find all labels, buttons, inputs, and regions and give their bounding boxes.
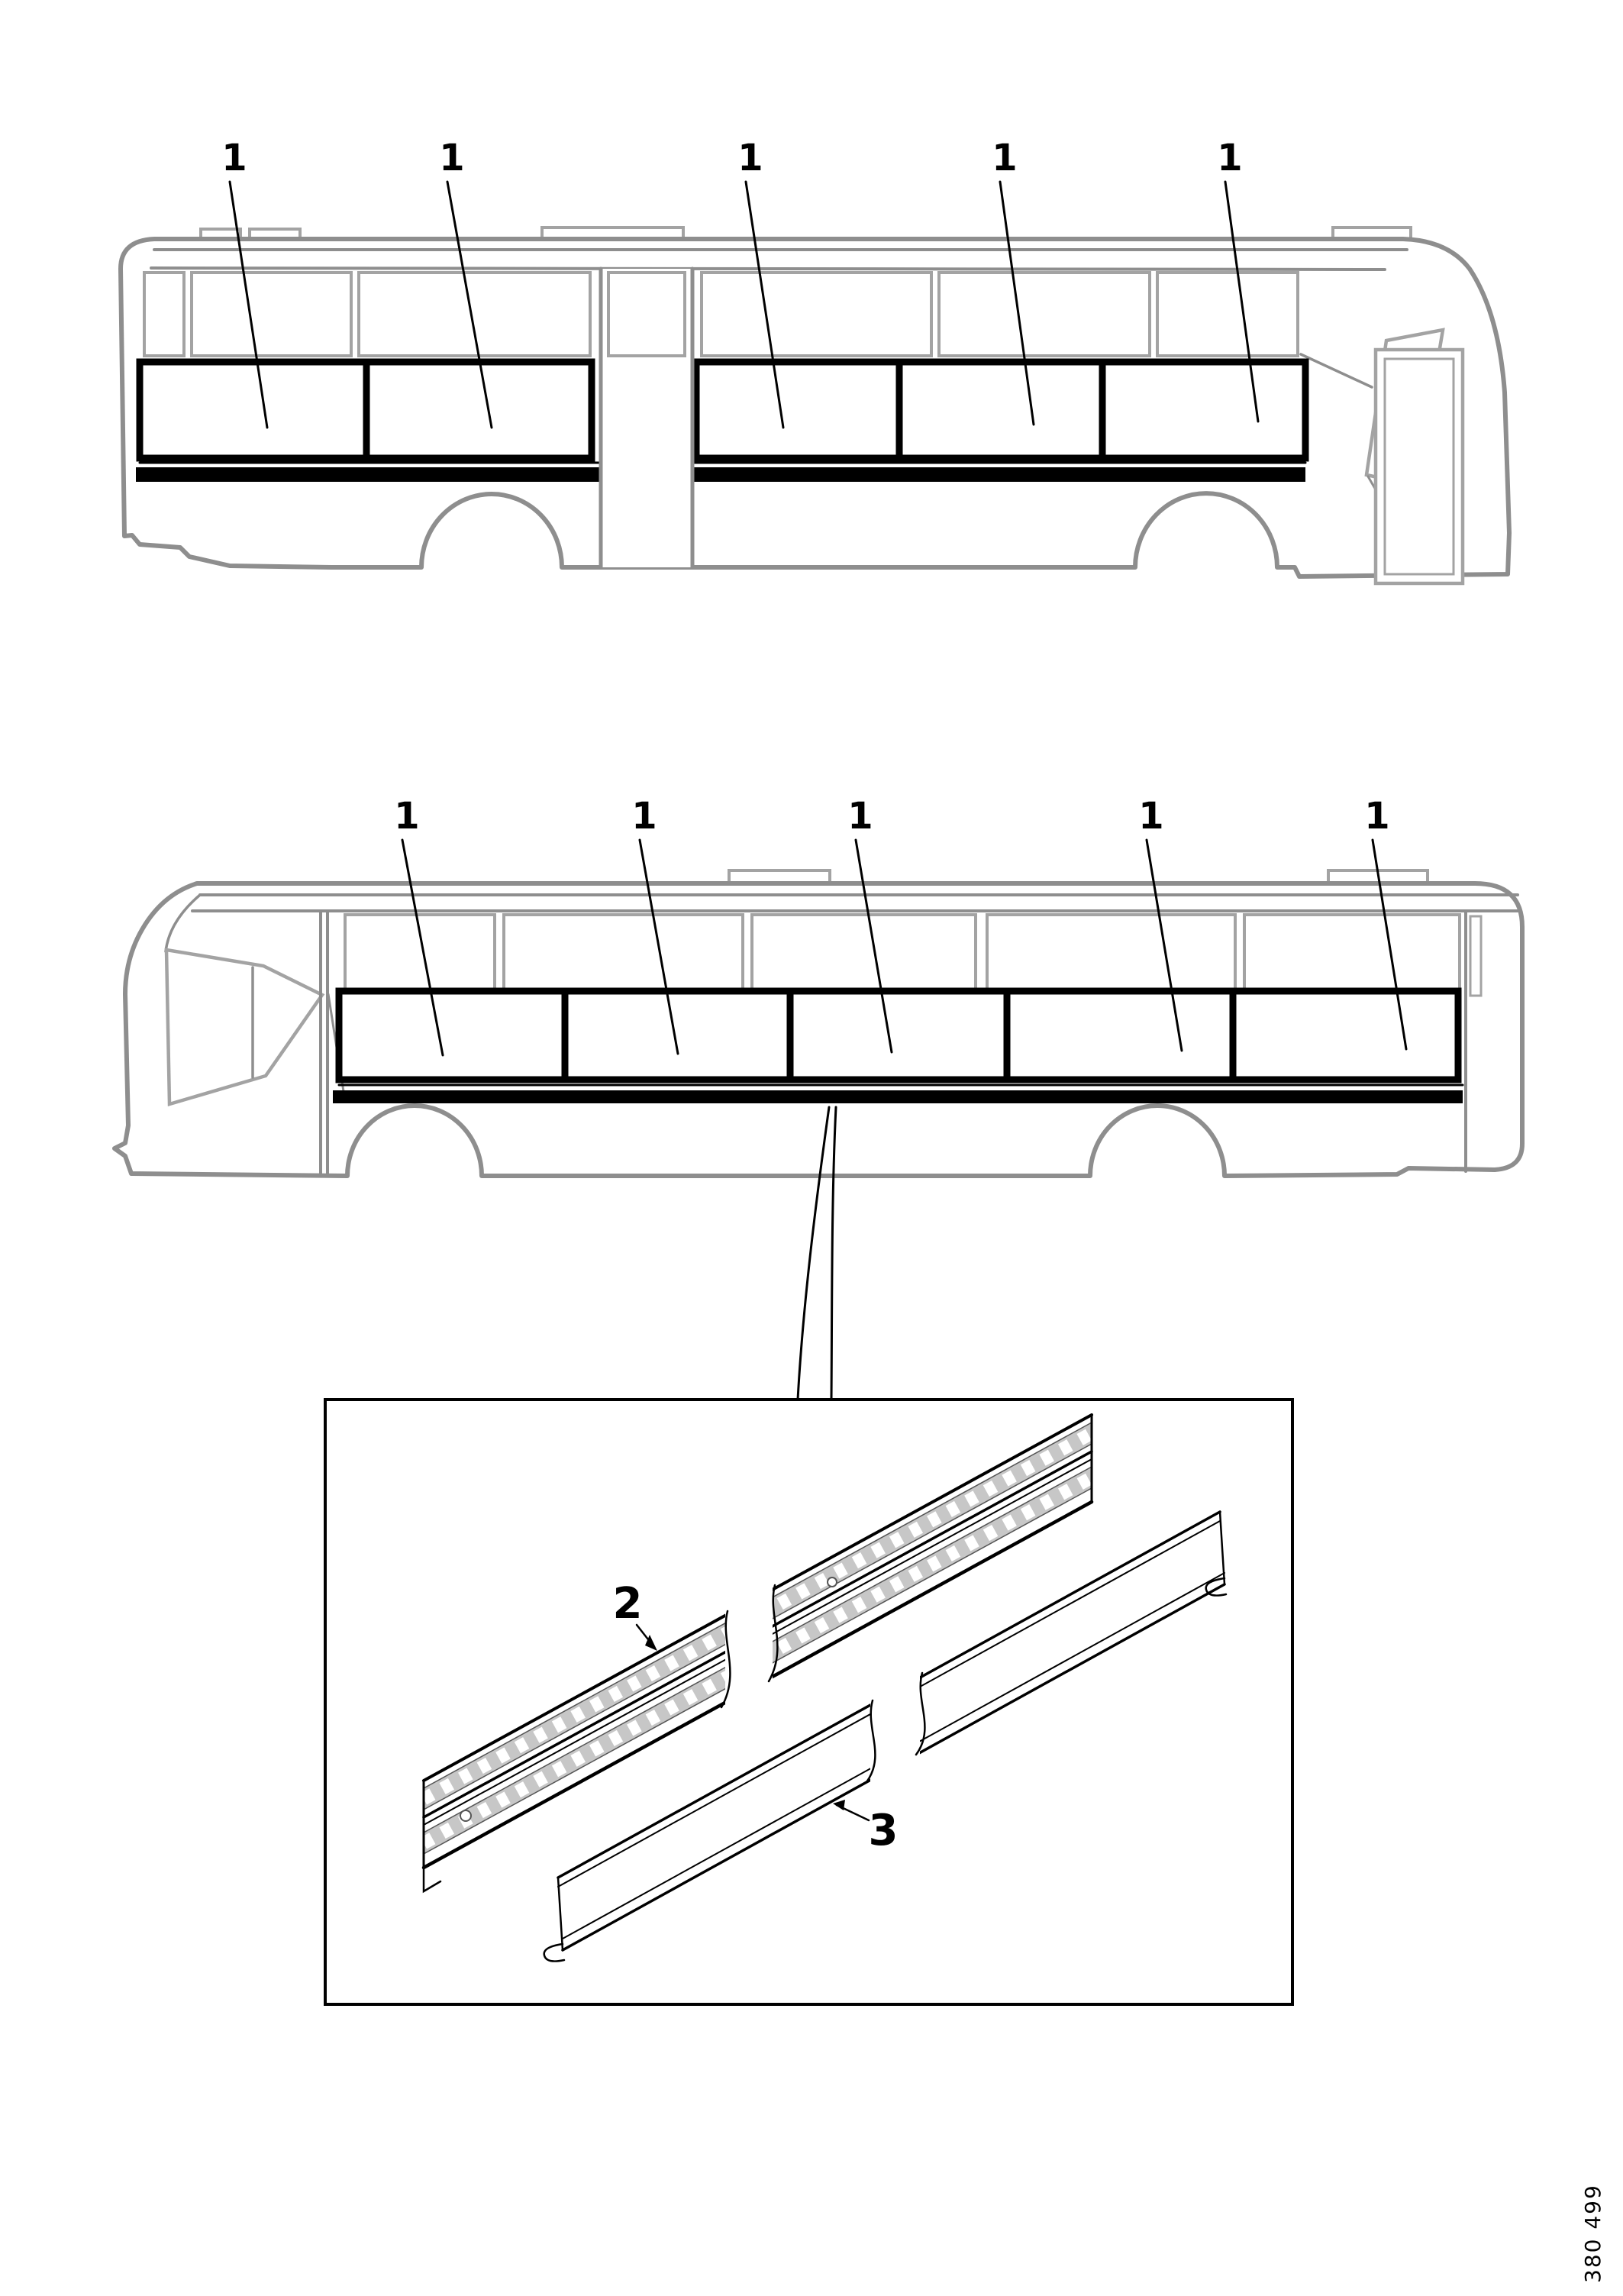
luggage-door-group-b <box>692 358 1309 462</box>
callout-label-rail-3: 3 <box>869 1806 899 1855</box>
bus-body-outline <box>112 881 1525 1178</box>
sill-rail-band <box>333 1090 1463 1103</box>
bus-body-outline <box>118 237 1512 579</box>
leader-line <box>999 180 1035 426</box>
leader-line <box>401 838 444 1057</box>
callout-leaders <box>228 180 1260 429</box>
leader-line <box>744 180 785 429</box>
leader-line <box>1145 838 1183 1052</box>
detail-box-frame <box>324 1398 1294 2006</box>
roof-hatches <box>199 226 1412 241</box>
callout-label-top-2: 1 <box>439 137 464 179</box>
callout-label-top-4: 1 <box>992 137 1017 179</box>
leader-line <box>446 180 493 429</box>
middle-bus-drawing: 1 1 1 1 1 <box>112 795 1525 1178</box>
leader-line <box>854 838 893 1054</box>
luggage-doors <box>333 987 1464 1103</box>
upper-guide-rail-drawing <box>420 1413 1095 1894</box>
side-windows <box>143 271 1299 357</box>
detail-box: 2 3 <box>324 1398 1294 2006</box>
leader-line <box>638 838 679 1055</box>
luggage-door-row <box>335 987 1462 1083</box>
front-door <box>1373 347 1465 586</box>
callout-leaders <box>401 838 1408 1057</box>
leader-arrowhead <box>833 1800 845 1810</box>
callout-label-mid-2: 1 <box>631 795 657 838</box>
detail-callout-leader <box>796 1106 837 1401</box>
callout-label-top-5: 1 <box>1217 137 1242 179</box>
leader-line <box>1224 180 1260 423</box>
top-bus-drawing: 1 1 1 1 1 <box>118 137 1512 586</box>
figure-number: 380 499 <box>1580 2184 1605 2283</box>
callout-label-rail-2: 2 <box>613 1579 643 1629</box>
luggage-doors <box>136 358 1309 482</box>
callout-label-mid-4: 1 <box>1138 795 1163 838</box>
lower-guide-rail-drawing <box>543 1510 1228 1962</box>
leader-arrowhead <box>645 1635 657 1651</box>
side-windows <box>344 913 1483 997</box>
sill-rail-band <box>136 467 1305 482</box>
leader-line <box>796 1106 831 1401</box>
leader-line <box>1371 838 1408 1051</box>
callout-label-top-1: 1 <box>221 137 247 179</box>
callout-label-top-3: 1 <box>737 137 763 179</box>
callout-label-mid-3: 1 <box>847 795 873 838</box>
leader-line <box>830 1106 837 1401</box>
windscreen <box>164 948 325 1106</box>
callout-label-mid-5: 1 <box>1364 795 1389 838</box>
callout-label-mid-1: 1 <box>394 795 419 838</box>
leader-line <box>228 180 269 429</box>
mid-door-channel <box>599 266 695 570</box>
